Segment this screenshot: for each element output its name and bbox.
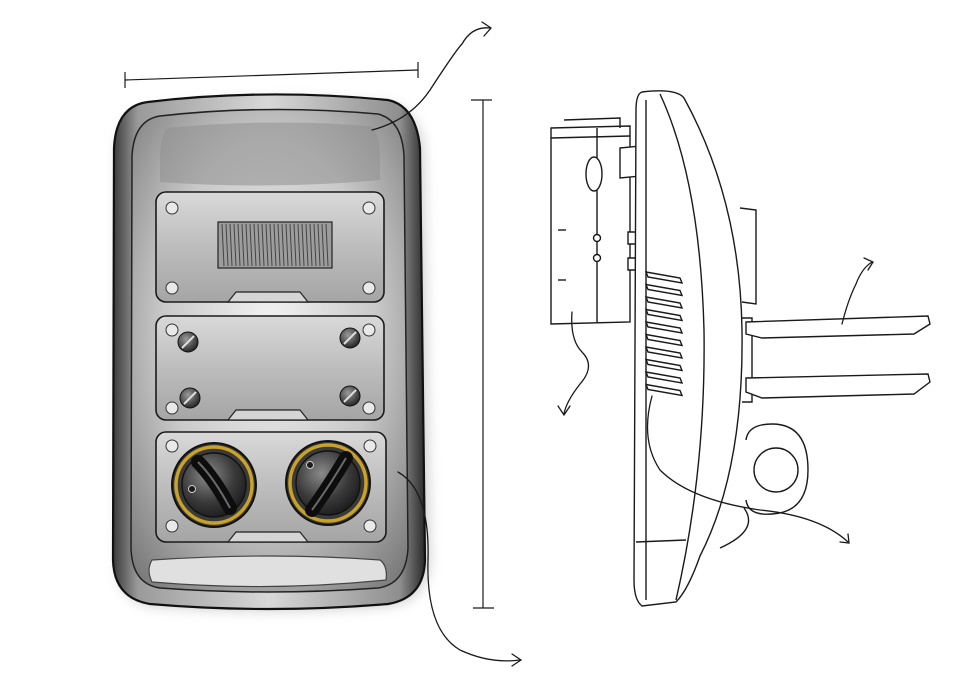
vent-slot bbox=[644, 358, 684, 372]
body-contour bbox=[659, 93, 705, 601]
grille-line bbox=[305, 223, 309, 267]
grille-line bbox=[289, 223, 293, 267]
grille-line bbox=[273, 223, 277, 267]
vent-slot bbox=[644, 321, 684, 334]
knob-ring bbox=[174, 445, 254, 525]
panel-corner-dot bbox=[362, 201, 376, 215]
vent-slot bbox=[644, 283, 684, 297]
grille-line bbox=[225, 223, 229, 267]
display-grille-lines bbox=[221, 223, 329, 267]
hook-loop bbox=[719, 423, 809, 549]
grille-line bbox=[301, 223, 305, 267]
grille-line bbox=[313, 223, 317, 267]
bottom-strip bbox=[148, 555, 387, 588]
mount-plate bbox=[739, 207, 757, 305]
screw bbox=[177, 331, 199, 353]
grille-line bbox=[253, 223, 257, 267]
grille-line bbox=[265, 223, 269, 267]
vent-slot bbox=[644, 271, 684, 284]
panel-latch bbox=[226, 291, 310, 303]
left-knob[interactable] bbox=[171, 442, 257, 528]
grille-line bbox=[285, 223, 289, 267]
grille-line bbox=[277, 223, 281, 267]
annotation-arrow bbox=[397, 471, 523, 667]
grille-line bbox=[281, 223, 285, 267]
screw bbox=[179, 387, 201, 409]
panel-corner-dot bbox=[363, 439, 377, 453]
panel-latch bbox=[226, 409, 310, 421]
grille-line bbox=[317, 223, 321, 267]
knob-indicator bbox=[306, 461, 314, 469]
middle-screw-panel bbox=[155, 315, 385, 421]
vent-slot bbox=[644, 346, 684, 359]
screw bbox=[339, 385, 361, 407]
grille-line bbox=[261, 223, 265, 267]
grille-line bbox=[297, 223, 301, 267]
screw bbox=[339, 327, 361, 349]
rear-oval-window bbox=[585, 156, 603, 192]
vent-slot bbox=[644, 308, 684, 322]
knob-indicator bbox=[188, 485, 196, 493]
grille-line bbox=[245, 223, 249, 267]
panel-corner-dot bbox=[363, 519, 377, 533]
panel-corner-dot bbox=[362, 323, 376, 337]
top-display-panel bbox=[155, 191, 385, 303]
grille-line bbox=[229, 223, 233, 267]
grille-line bbox=[325, 223, 329, 267]
panel-corner-dot bbox=[165, 323, 179, 337]
annotation-arrow bbox=[557, 311, 590, 417]
panel-latch bbox=[226, 531, 310, 543]
rear-port bbox=[592, 253, 602, 263]
grille-line bbox=[241, 223, 245, 267]
annotation-arrows bbox=[371, 21, 874, 667]
grille-line bbox=[233, 223, 237, 267]
panel-corner-dot bbox=[165, 439, 179, 453]
bottom-knob-panel bbox=[155, 431, 387, 543]
hook-hole bbox=[753, 447, 799, 493]
side-main-body bbox=[633, 90, 743, 607]
rear-port bbox=[592, 233, 602, 243]
right-knob[interactable] bbox=[285, 440, 371, 526]
top-recess-shading bbox=[160, 122, 380, 186]
grille-line bbox=[309, 223, 313, 267]
lower-clip-arm[interactable] bbox=[745, 373, 931, 399]
width-dimension-line bbox=[124, 62, 419, 88]
panel-corner-dot bbox=[165, 281, 179, 295]
grille-line bbox=[237, 223, 241, 267]
knob-ring bbox=[288, 443, 368, 523]
height-dimension-line bbox=[471, 99, 494, 609]
rear-block bbox=[550, 117, 641, 325]
annotation-arrow bbox=[646, 395, 850, 544]
panel-corner-dot bbox=[362, 281, 376, 295]
grille-line bbox=[321, 223, 325, 267]
vent-slots bbox=[644, 271, 684, 397]
panel-corner-dot bbox=[165, 401, 179, 415]
annotation-arrow bbox=[841, 257, 874, 325]
upper-clip-arm[interactable] bbox=[745, 315, 931, 339]
grille-line bbox=[257, 223, 261, 267]
panel-corner-dot bbox=[165, 201, 179, 215]
panel-corner-dot bbox=[165, 519, 179, 533]
annotation-arrow bbox=[371, 21, 492, 131]
vent-slot bbox=[644, 296, 684, 309]
vent-slot bbox=[644, 383, 684, 397]
grille-line bbox=[269, 223, 273, 267]
vent-slot bbox=[644, 333, 684, 347]
side-view bbox=[550, 90, 931, 607]
front-view bbox=[111, 93, 430, 611]
vent-slot bbox=[644, 371, 684, 384]
grille-line bbox=[249, 223, 253, 267]
grille-line bbox=[221, 223, 225, 267]
panel-corner-dot bbox=[362, 401, 376, 415]
grille-line bbox=[293, 223, 297, 267]
